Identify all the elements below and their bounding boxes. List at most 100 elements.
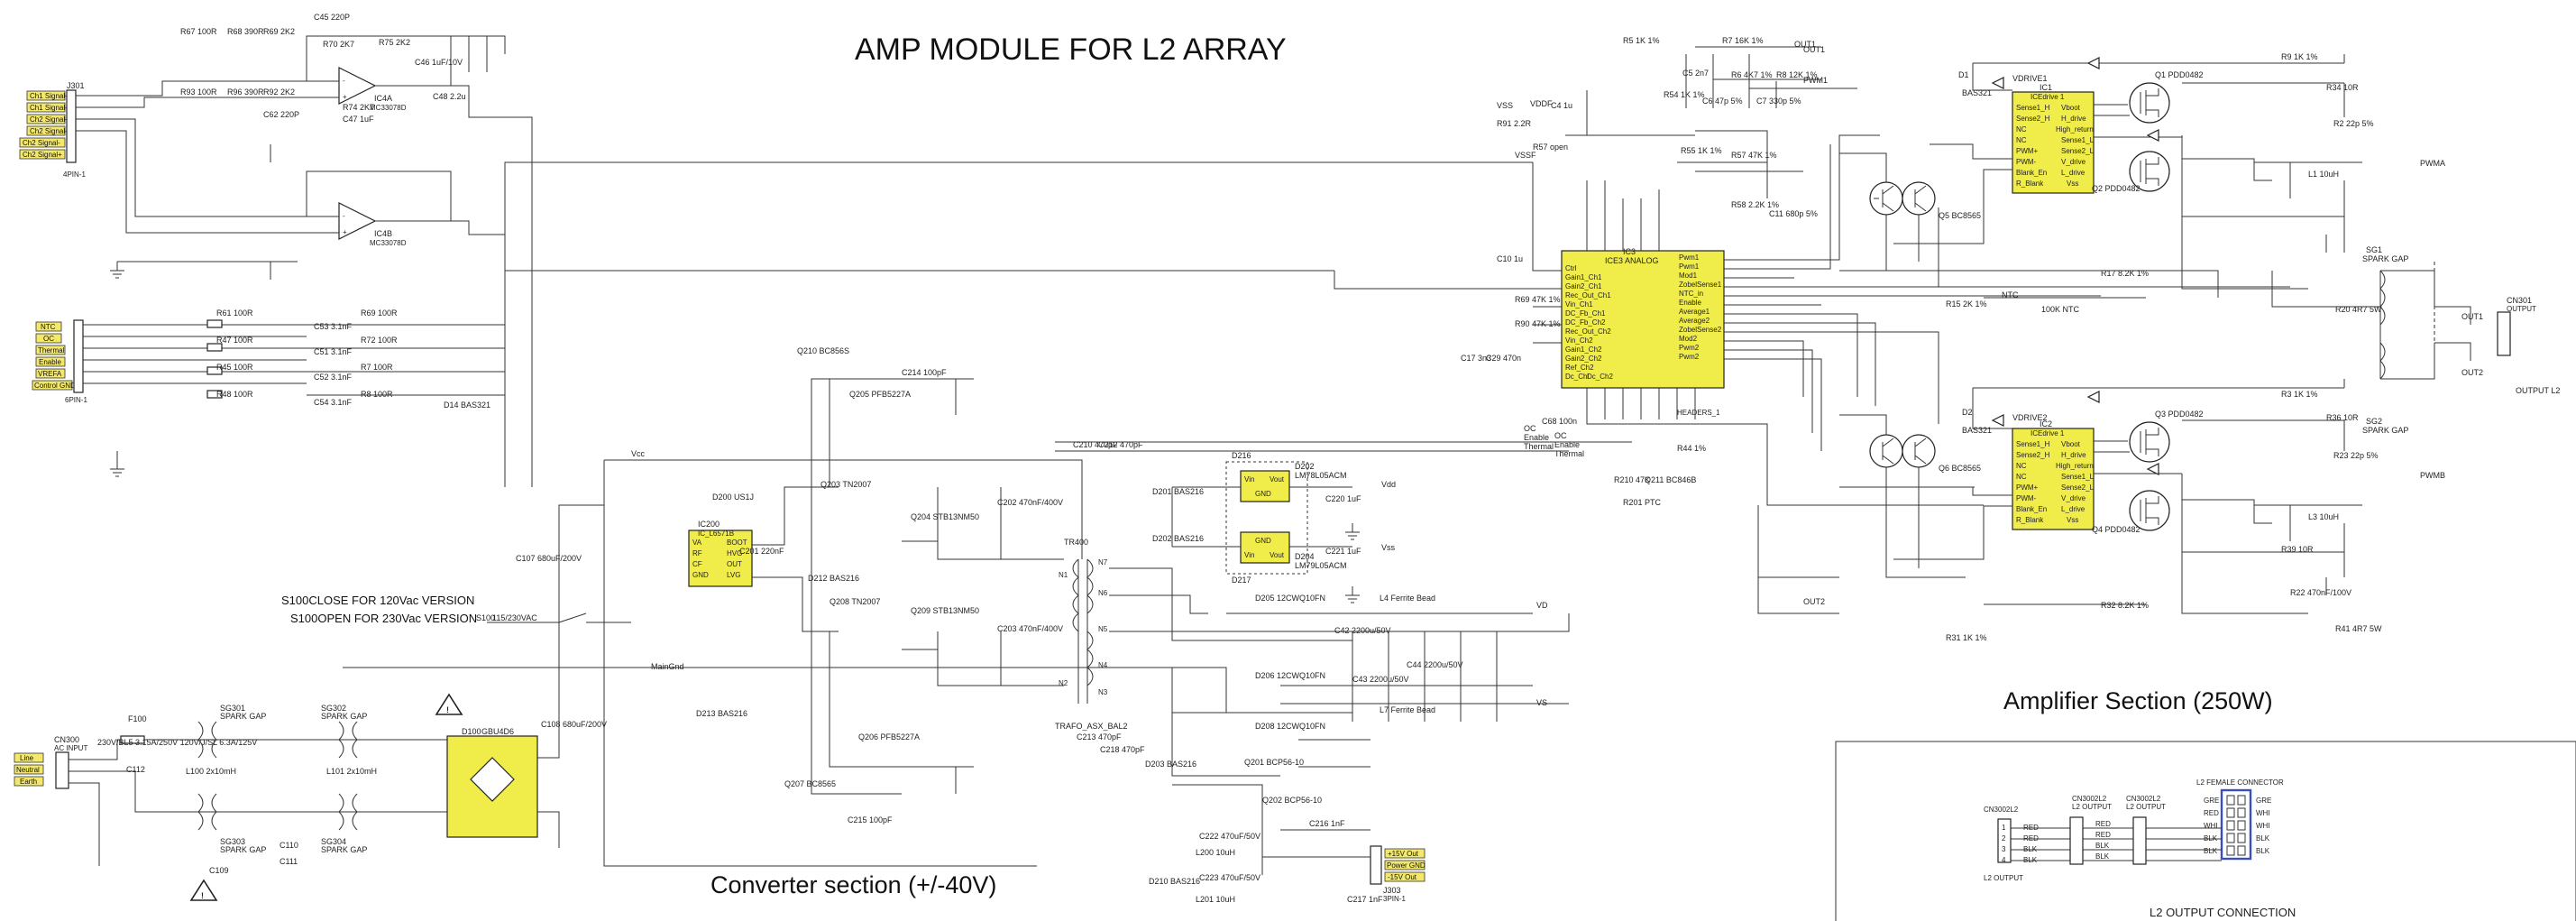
svg-text:Vin: Vin [1244,475,1254,484]
svg-text:GBU4D6: GBU4D6 [481,727,514,736]
svg-text:-: - [343,212,345,220]
svg-text:PWMB: PWMB [2420,471,2445,480]
svg-text:Q3 PDD0482: Q3 PDD0482 [2155,410,2204,419]
svg-text:D205 12CWQ10FN: D205 12CWQ10FN [1255,594,1325,603]
svg-text:Vboot: Vboot [2061,440,2081,448]
svg-text:Rec_Out_Ch2: Rec_Out_Ch2 [1565,327,1611,336]
svg-text:R44 1%: R44 1% [1677,444,1706,453]
svg-text:R201 PTC: R201 PTC [1623,498,1662,507]
svg-text:C29 470n: C29 470n [1486,354,1521,363]
svg-text:Earth: Earth [20,778,37,786]
input-tag: Ch1 Signal- [26,102,68,113]
svg-text:BLK: BLK [2095,842,2110,850]
svg-text:V_drive: V_drive [2061,494,2086,502]
svg-text:ICE3 ANALOG: ICE3 ANALOG [1605,256,1659,265]
svg-text:C201 220nF: C201 220nF [739,547,784,556]
svg-text:100K NTC: 100K NTC [2041,305,2080,314]
svg-text:Vdd: Vdd [1381,480,1396,489]
svg-text:230V/BL5 3.15A/250V 120V/J/SL: 230V/BL5 3.15A/250V 120V/J/SL 6.3A/125V [97,738,257,747]
svg-text:S100: S100 [476,613,495,622]
svg-text:SG304: SG304 [321,837,346,846]
converter-section-title: Converter section (+/-40V) [710,871,996,898]
warning-icon: ! [189,879,218,901]
svg-text:R74 2K7: R74 2K7 [343,103,374,112]
bridge-rectifier-d100: D100 GBU4D6 [446,504,604,848]
svg-text:Sense1_H: Sense1_H [2016,104,2050,112]
warning-icon: ! [435,693,463,715]
svg-text:R15 2K 1%: R15 2K 1% [1946,299,1987,309]
svg-text:C210 470pF: C210 470pF [1073,440,1118,449]
svg-text:RF: RF [692,549,702,557]
svg-text:R57 47K 1%: R57 47K 1% [1731,151,1777,160]
svg-text:CN3002L2: CN3002L2 [1984,806,2019,814]
svg-text:L1 10uH: L1 10uH [2308,170,2339,179]
svg-text:D202: D202 [1295,462,1315,471]
j301-connector [66,89,77,163]
svg-text:Q6 BC8565: Q6 BC8565 [1939,464,1981,473]
svg-text:Thermal: Thermal [38,346,65,355]
svg-text:PWMA: PWMA [2420,159,2445,168]
ic3-headers-label: HEADERS_1 [1677,409,1720,417]
svg-text:Vcc: Vcc [631,449,646,458]
svg-text:BLK: BLK [2256,834,2270,843]
svg-text:L4 Ferrite Bead: L4 Ferrite Bead [1380,594,1435,603]
svg-text:R92 2K2: R92 2K2 [263,87,295,97]
svg-text:R6 4K7 1%: R6 4K7 1% [1731,70,1773,79]
svg-text:PWM-: PWM- [2016,158,2037,166]
svg-text:R41 4R7 5W: R41 4R7 5W [2335,624,2382,633]
transformer-tr400: TR400 TRAFO_ASX_BAL2 N1 N7 N6 N5 N4 N3 N… [1055,538,1128,731]
svg-text:WHI: WHI [2256,809,2270,817]
svg-text:R7 100R: R7 100R [361,363,393,372]
svg-text:SPARK GAP: SPARK GAP [321,712,367,721]
svg-text:R34 10R: R34 10R [2326,83,2359,92]
mosfet-q3: Q3 PDD0482 [2129,410,2204,463]
svg-text:Mod2: Mod2 [1679,335,1698,343]
control-tag: VREFA [35,368,66,379]
regulator-frame [1225,461,1308,575]
amp-diodes: D1 BAS321 D2 BAS321 [1958,57,2159,475]
svg-text:L2 OUTPUT CONNECTION: L2 OUTPUT CONNECTION [2150,906,2296,919]
aux-tag: +15V Out [1384,848,1426,859]
svg-text:R20 4R7 5W: R20 4R7 5W [2335,305,2382,314]
svg-text:Sense1_L: Sense1_L [2061,473,2095,481]
svg-text:Ch2 Signal-: Ch2 Signal- [30,127,68,135]
svg-text:R31 1K 1%: R31 1K 1% [1946,633,1987,642]
svg-text:GRE: GRE [2256,797,2271,805]
svg-text:BLK: BLK [2204,847,2218,855]
svg-text:CN3002L2: CN3002L2 [2072,795,2107,803]
input-signal-tags: Ch1 Signal+ Ch1 Signal- Ch2 Signal+ Ch2 … [19,90,69,160]
svg-text:C202 470nF/400V: C202 470nF/400V [997,498,1063,507]
svg-text:Sense2_H: Sense2_H [2016,451,2050,459]
l2-female-pins [2226,795,2246,856]
svg-text:L_drive: L_drive [2061,169,2086,177]
svg-text:PWM+: PWM+ [2016,147,2039,155]
svg-text:3: 3 [2002,845,2006,853]
svg-text:R61 100R: R61 100R [216,309,253,318]
svg-text:C48 2.2u: C48 2.2u [433,92,466,101]
svg-text:Blank_En: Blank_En [2016,169,2047,177]
svg-text:Vin_Ch1: Vin_Ch1 [1565,300,1593,309]
svg-text:IC3: IC3 [1623,247,1636,256]
svg-text:WHI: WHI [2256,822,2270,830]
svg-text:D201 BAS216: D201 BAS216 [1152,487,1204,496]
svg-text:R69 47K 1%: R69 47K 1% [1515,295,1561,304]
cn300-connector [55,751,69,789]
svg-text:SG303: SG303 [220,837,245,846]
svg-text:OUTPUT: OUTPUT [2507,305,2536,313]
svg-text:OC: OC [1524,424,1536,433]
svg-text:MC33078D: MC33078D [370,239,407,247]
svg-text:VD: VD [1536,601,1548,610]
svg-text:R70 2K7: R70 2K7 [323,40,354,49]
svg-text:ICEdrive 1: ICEdrive 1 [2031,429,2065,437]
svg-text:Q203 TN2007: Q203 TN2007 [820,480,871,489]
svg-text:C220 1uF: C220 1uF [1325,494,1361,503]
svg-text:L_drive: L_drive [2061,505,2086,513]
ic3-right-pins: Pwm1 Pwm1 Mod1 ZobelSense1 NTC_in Enable… [1679,253,1722,361]
svg-text:C6 47p 5%: C6 47p 5% [1702,97,1743,106]
svg-text:R210 47K: R210 47K [1614,475,1650,484]
svg-text:Q208 TN2007: Q208 TN2007 [830,597,880,606]
d217-label: D217 [1232,576,1251,585]
j303-label: J303 [1383,886,1401,895]
j301-part: 4PIN-1 [63,170,86,179]
